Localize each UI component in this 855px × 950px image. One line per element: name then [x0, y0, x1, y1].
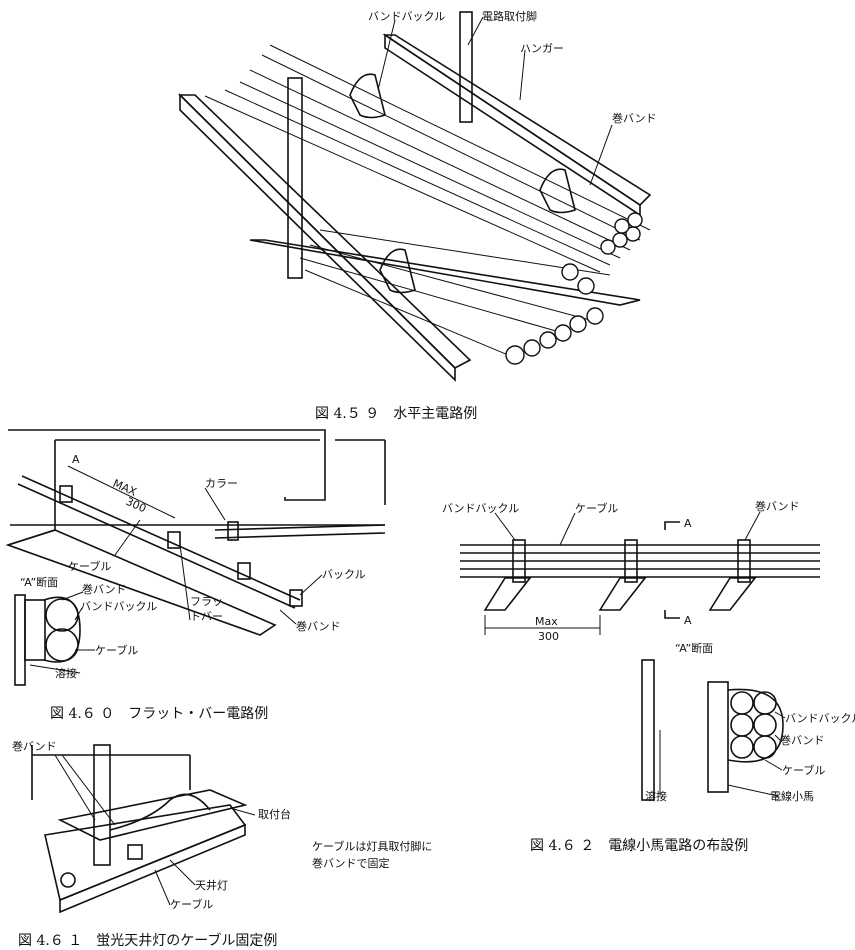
- label-462-maki-band: 巻バンド: [755, 500, 800, 513]
- label-460-flat-bar-2: トバー: [190, 610, 223, 623]
- lower-bar: [249, 239, 641, 306]
- fig-459-illustration: [178, 11, 652, 382]
- section-bar: [24, 599, 46, 661]
- band-2: [539, 168, 576, 214]
- label-461-mount: 取付台: [258, 807, 291, 821]
- label-462-a-bottom: A: [684, 614, 692, 627]
- lamp-end: [60, 872, 76, 888]
- band-462-2: [624, 539, 638, 583]
- clamp-3: [237, 562, 251, 580]
- hanger-leg-upper: [459, 11, 473, 123]
- section-462-pony: [707, 681, 729, 793]
- label-459-hanger: ハンガー: [520, 42, 564, 55]
- label-461-maki-band: 巻バンド: [12, 740, 57, 753]
- pony-3: [708, 577, 757, 611]
- label-460-collar: カラー: [205, 477, 238, 490]
- lower-cable-bundle: [299, 229, 611, 365]
- mount-bolt: [127, 844, 143, 860]
- label-462-max-val: 300: [538, 630, 559, 643]
- label-462-maki-band2: 巻バンド: [780, 734, 825, 747]
- label-462-max: Max: [535, 615, 558, 628]
- clamp-4: [289, 589, 303, 607]
- section-wall: [14, 594, 26, 686]
- label-460-buckle: バックル: [322, 568, 366, 581]
- upper-cable-bundle: [204, 44, 651, 273]
- hanger-channel-back-web: [384, 33, 641, 217]
- clamp-1: [59, 485, 73, 503]
- cable-run: [109, 793, 211, 831]
- ceiling-beam: [8, 429, 326, 501]
- label-462-cable: ケーブル: [575, 501, 618, 515]
- section-462-cable-4: [753, 691, 777, 715]
- lower-tray-web: [179, 93, 456, 382]
- label-462-section: “A”断面: [675, 641, 713, 655]
- collar: [227, 521, 239, 541]
- section-band: [43, 596, 81, 663]
- label-459-hanger-leg: 電路取付脚: [482, 9, 537, 23]
- note-461-line-1: ケーブルは灯具取付脚に: [312, 839, 432, 853]
- mount-plate: [57, 789, 248, 841]
- label-460-max: MAX: [111, 477, 139, 499]
- label-459-maki-band: 巻バンド: [612, 112, 657, 125]
- label-460-flat-bar-1: フラッ: [190, 595, 223, 608]
- label-459-band-buckle: バンドバックル: [368, 10, 445, 23]
- label-460-section: “A”断面: [20, 575, 58, 589]
- label-460-band-buckle: バンドバックル: [80, 600, 157, 613]
- section-462-cable-5: [753, 713, 777, 737]
- label-462-band-buckle: バンドバックル: [442, 502, 519, 515]
- caption-462: 図 4.６ ２ 電線小馬電路の布設例: [530, 838, 748, 854]
- label-460-cable: ケーブル: [68, 559, 111, 573]
- label-460-max-val: 300: [124, 495, 148, 515]
- pipe-line-1: [21, 475, 301, 601]
- clamp-2: [167, 531, 181, 549]
- section-462-cable-3: [730, 735, 754, 759]
- caption-461: 図 4.６ １ 蛍光天井灯のケーブル固定例: [18, 932, 277, 949]
- label-462-weld: 溶接: [645, 789, 667, 803]
- section-462-cable-2: [730, 713, 754, 737]
- label-461-cable: ケーブル: [170, 897, 213, 911]
- fig-462-illustration: [460, 511, 820, 801]
- label-462-koma: 電線小馬: [770, 789, 814, 803]
- fig-460-illustration: [5, 429, 386, 686]
- pony-1: [483, 577, 532, 611]
- pony-2: [598, 577, 647, 611]
- caption-460: 図 4.６ ０ フラット・バー電路例: [50, 706, 268, 722]
- label-462-a-top: A: [684, 517, 692, 530]
- band-462-1: [512, 539, 526, 583]
- label-462-cable2: ケーブル: [782, 763, 825, 777]
- label-461-light: 天井灯: [195, 878, 228, 892]
- section-462-wall: [641, 659, 655, 801]
- label-460-cable2: ケーブル: [95, 643, 138, 657]
- label-462-band-buckle2: バンドバックル: [785, 712, 855, 725]
- label-460-weld: 溶接: [55, 666, 77, 680]
- band-1: [349, 73, 386, 119]
- band-3: [379, 248, 416, 294]
- flat-bar-plate: [5, 529, 277, 636]
- label-460-maki-band2: 巻バンド: [296, 620, 341, 633]
- conduit-pipe: [93, 744, 111, 866]
- caption-459: 図 4.５ ９ 水平主電路例: [315, 406, 477, 422]
- section-462-cable-1: [730, 691, 754, 715]
- fig-461-illustration: [31, 744, 256, 914]
- section-462-band: [727, 688, 784, 763]
- label-460-a: A: [72, 453, 80, 466]
- hanger-leg-front: [287, 77, 303, 279]
- note-461-line-2: 巻バンドで固定: [312, 856, 390, 870]
- band-462-3: [737, 539, 751, 583]
- label-460-maki-band: 巻バンド: [82, 583, 127, 596]
